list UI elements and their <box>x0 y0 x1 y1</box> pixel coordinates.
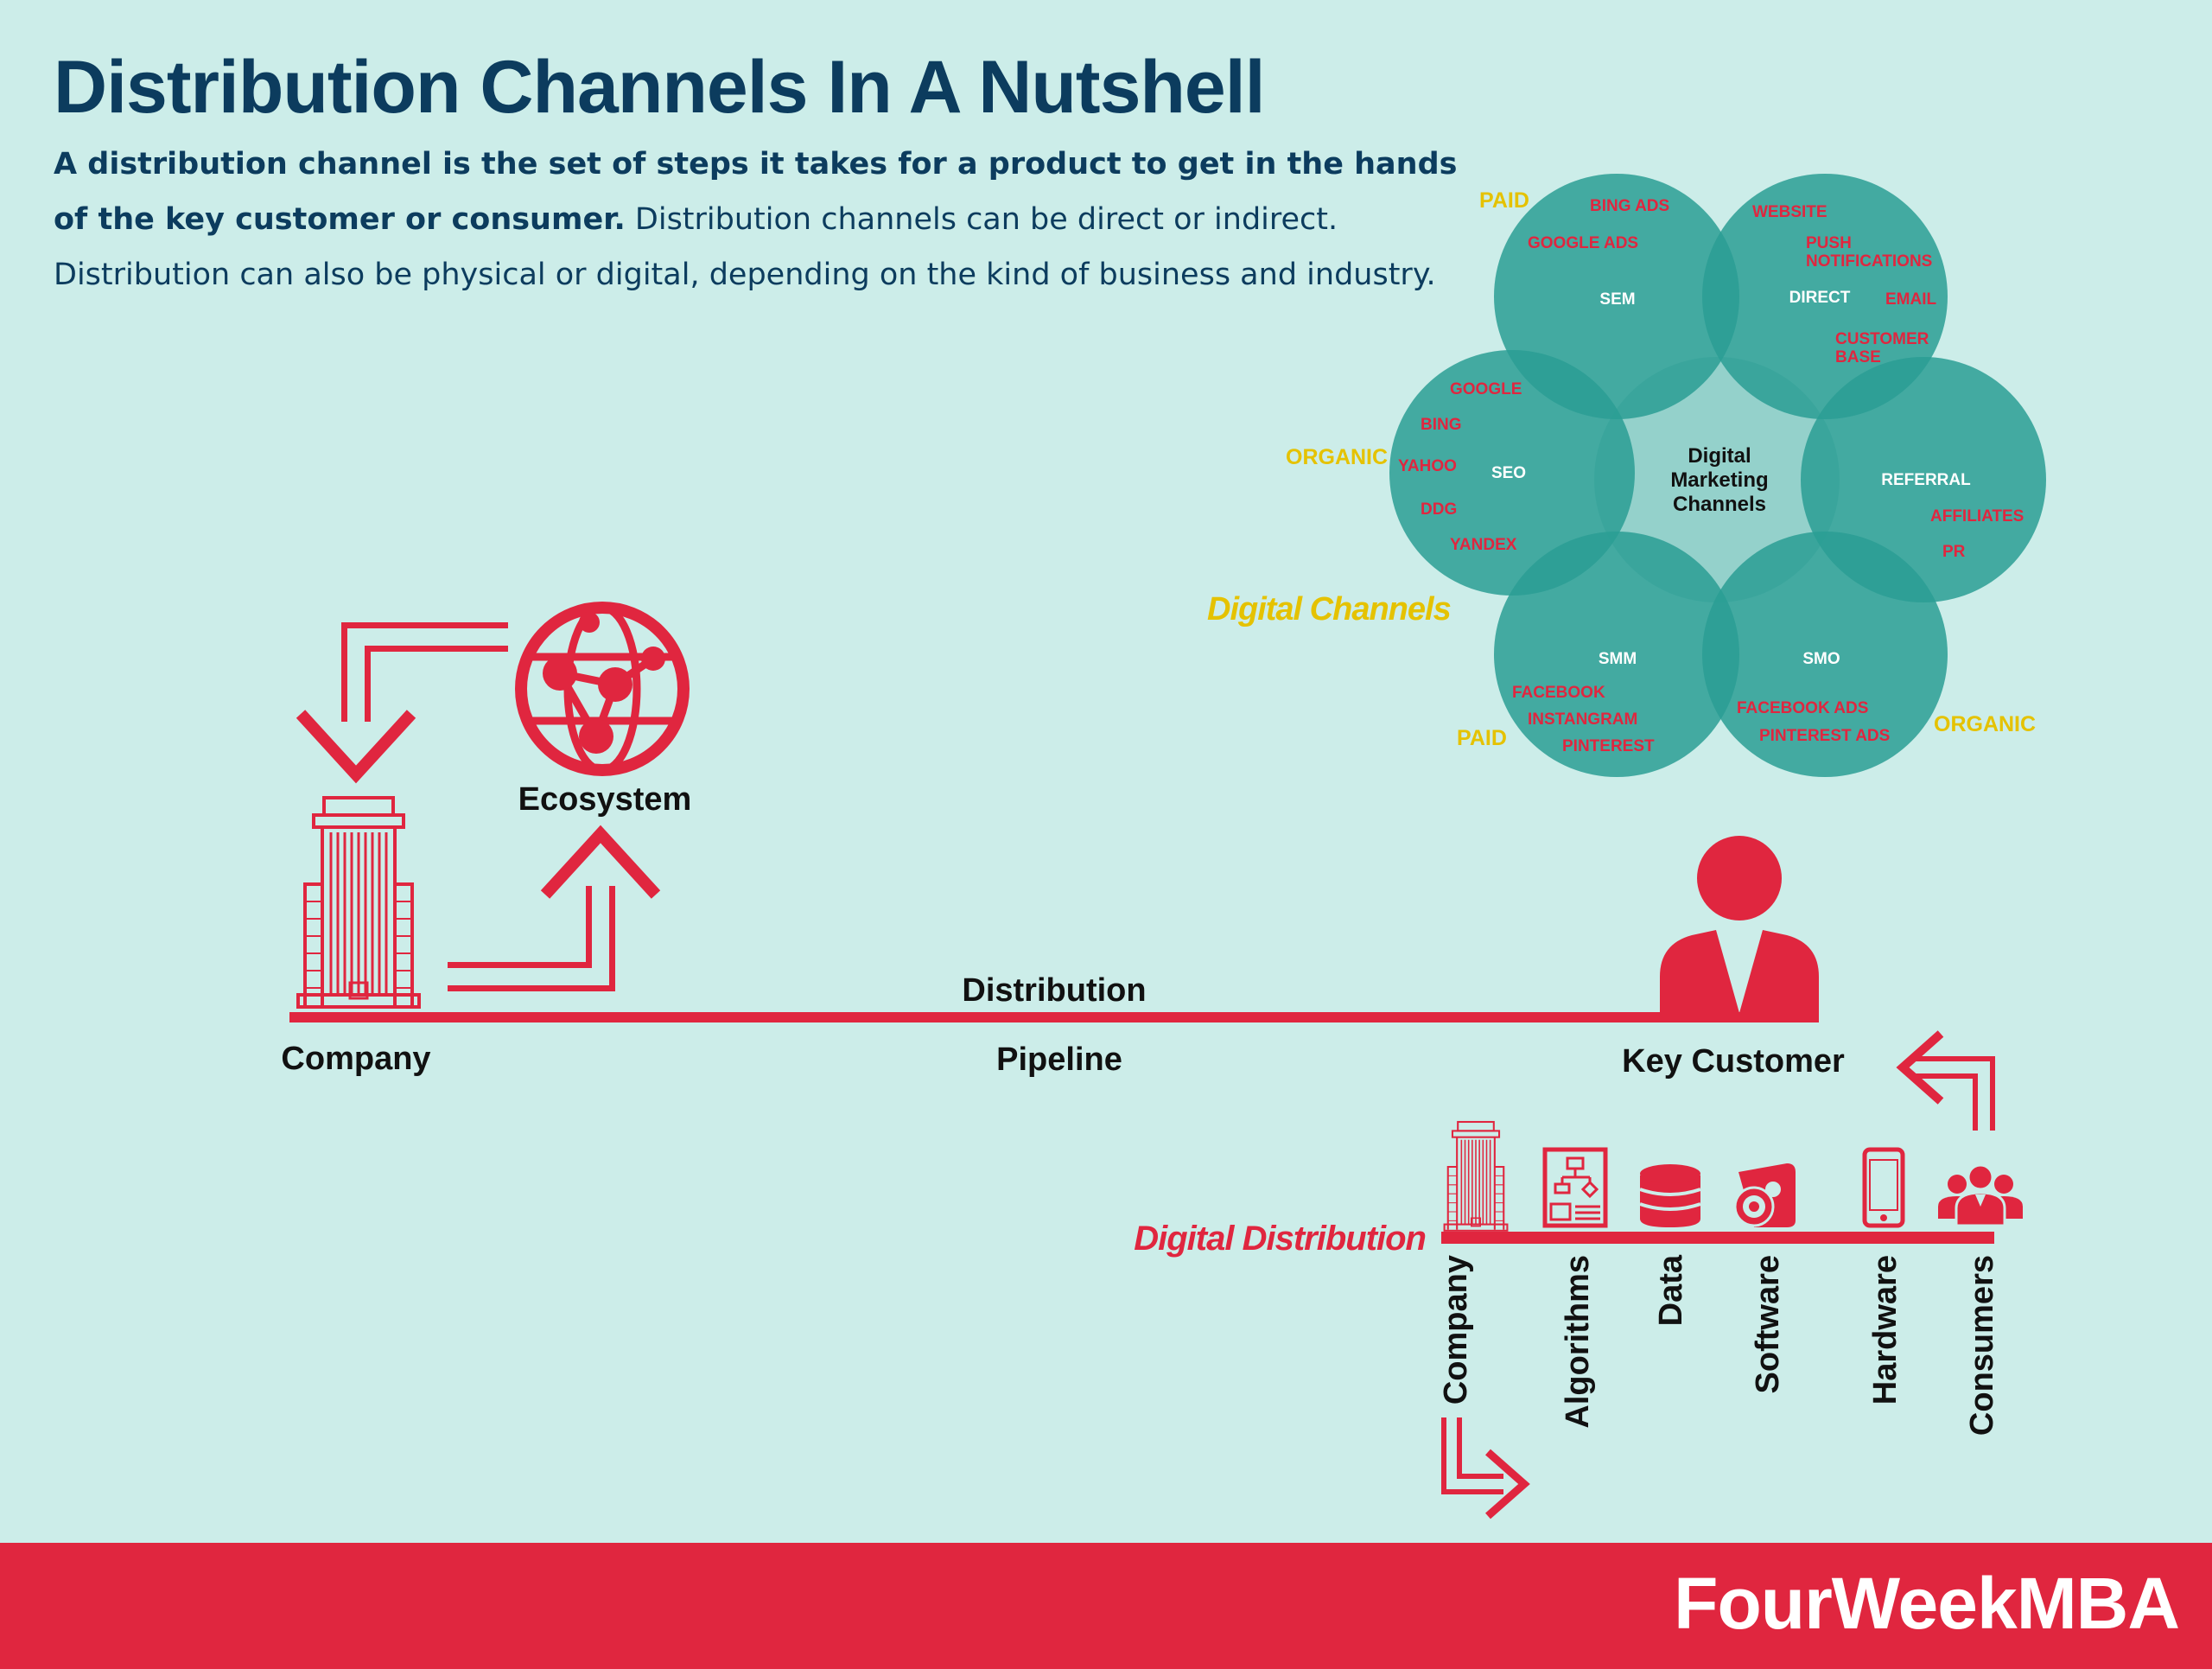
venn-direct-item: PUSH <box>1806 234 1852 252</box>
distribution-label: Distribution <box>962 972 1146 1009</box>
venn-smo-label: SMO <box>1802 650 1840 668</box>
venn-sem-tag: PAID <box>1479 188 1529 213</box>
ecosystem-loop: Ecosystem <box>296 602 692 991</box>
consumers-group-icon <box>1938 1163 2023 1227</box>
step-software: Software <box>1750 1255 1786 1393</box>
venn-seo-tag: ORGANIC <box>1286 445 1388 469</box>
venn-direct-item: EMAIL <box>1885 290 1937 309</box>
page-title: Distribution Channels In A Nutshell <box>54 46 1266 129</box>
arrow-to-company-fill <box>347 628 508 722</box>
digital-distribution-line <box>1441 1232 1994 1244</box>
pipeline-label: Pipeline <box>996 1042 1122 1078</box>
venn-smm-item: PINTEREST <box>1562 737 1655 755</box>
venn-direct-label: DIRECT <box>1789 289 1851 307</box>
arrow-left-head <box>1896 1030 1944 1105</box>
venn-smm-label: SMM <box>1599 650 1637 668</box>
brand-logo: FourWeekMBA <box>1674 1563 2180 1644</box>
data-icon <box>1639 1164 1701 1227</box>
software-icon <box>1733 1163 1796 1227</box>
algorithms-icon <box>1542 1147 1608 1228</box>
distribution-pipeline-line <box>289 1012 1819 1022</box>
globe-icon <box>515 602 690 776</box>
ecosystem-label: Ecosystem <box>518 781 692 818</box>
venn-circle-seo <box>1389 350 1635 596</box>
venn-center-line-3: Channels <box>1673 493 1766 516</box>
venn-sem-label: SEM <box>1599 290 1635 309</box>
venn-smm-item: FACEBOOK <box>1512 684 1605 702</box>
arrow-bottom-outline <box>1441 1417 1503 1494</box>
step-company: Company <box>1438 1255 1474 1405</box>
digital-distribution: Digital Distribution <box>1134 1120 2023 1519</box>
venn-referral-label: REFERRAL <box>1881 471 1971 489</box>
digital-marketing-venn: Digital Marketing Channels SEM BING ADS … <box>1207 174 2046 777</box>
venn-direct-item: NOTIFICATIONS <box>1806 252 1932 271</box>
key-customer-label: Key Customer <box>1622 1043 1845 1080</box>
venn-seo-item: YANDEX <box>1450 536 1517 554</box>
page-intro: A distribution channel is the set of ste… <box>54 137 1471 303</box>
intro-text: Distribution channels can be direct or i… <box>54 202 1436 292</box>
step-algorithms: Algorithms <box>1560 1255 1596 1429</box>
arrow-to-ecosystem-fill <box>448 886 609 985</box>
step-hardware: Hardware <box>1867 1255 1904 1405</box>
hardware-phone-icon <box>1862 1147 1905 1228</box>
venn-direct-item: BASE <box>1835 348 1881 366</box>
arrow-up-head <box>540 825 661 899</box>
venn-seo-item: BING <box>1421 416 1462 434</box>
venn-circle-smo <box>1702 532 1948 777</box>
venn-smo-tag: ORGANIC <box>1934 712 2036 736</box>
company-label: Company <box>281 1041 430 1077</box>
venn-sem-item: GOOGLE ADS <box>1528 234 1638 252</box>
venn-center-line-2: Marketing <box>1670 468 1768 492</box>
arrow-down-head <box>296 710 416 784</box>
venn-circle-sem <box>1494 174 1739 419</box>
venn-circle-direct <box>1702 174 1948 419</box>
venn-sem-item: BING ADS <box>1590 197 1669 215</box>
company-building-icon <box>296 796 421 1009</box>
venn-direct-item: WEBSITE <box>1752 203 1827 221</box>
venn-center-line-1: Digital <box>1688 444 1751 468</box>
venn-seo-item: GOOGLE <box>1450 380 1522 398</box>
digital-channels-label: Digital Channels <box>1207 591 1451 627</box>
venn-seo-item: DDG <box>1421 500 1457 519</box>
venn-smo-item: PINTEREST ADS <box>1759 727 1890 745</box>
footer-bar: FourWeekMBA <box>0 1543 2212 1669</box>
company-building-small-icon <box>1443 1120 1509 1232</box>
intro-bold: A distribution channel is the set of ste… <box>54 147 1458 237</box>
venn-referral-item: AFFILIATES <box>1930 507 2024 526</box>
venn-circle-smm <box>1494 532 1739 777</box>
arrow-right-head <box>1485 1449 1530 1519</box>
arrow-to-customer-outline <box>1911 1056 1995 1131</box>
arrow-to-ecosystem-outline <box>448 886 615 991</box>
arrow-to-customer-fill <box>1911 1061 1990 1131</box>
step-data: Data <box>1653 1254 1689 1326</box>
arrow-to-company-outline <box>341 622 508 722</box>
venn-smo-item: FACEBOOK ADS <box>1737 699 1868 717</box>
venn-direct-item: CUSTOMER <box>1835 330 1929 348</box>
venn-referral-item: PR <box>1942 543 1966 561</box>
venn-smm-tag: PAID <box>1457 726 1507 750</box>
arrow-bottom-fill <box>1446 1417 1503 1489</box>
step-consumers: Consumers <box>1964 1255 2000 1436</box>
venn-seo-label: SEO <box>1491 464 1526 482</box>
diagram-canvas: Digital Marketing Channels SEM BING ADS … <box>281 174 2046 1519</box>
digital-distribution-label: Digital Distribution <box>1134 1220 1426 1258</box>
venn-smm-item: INSTANGRAM <box>1528 710 1637 729</box>
venn-seo-item: YAHOO <box>1398 457 1457 475</box>
key-customer-icon <box>1660 836 1819 1022</box>
